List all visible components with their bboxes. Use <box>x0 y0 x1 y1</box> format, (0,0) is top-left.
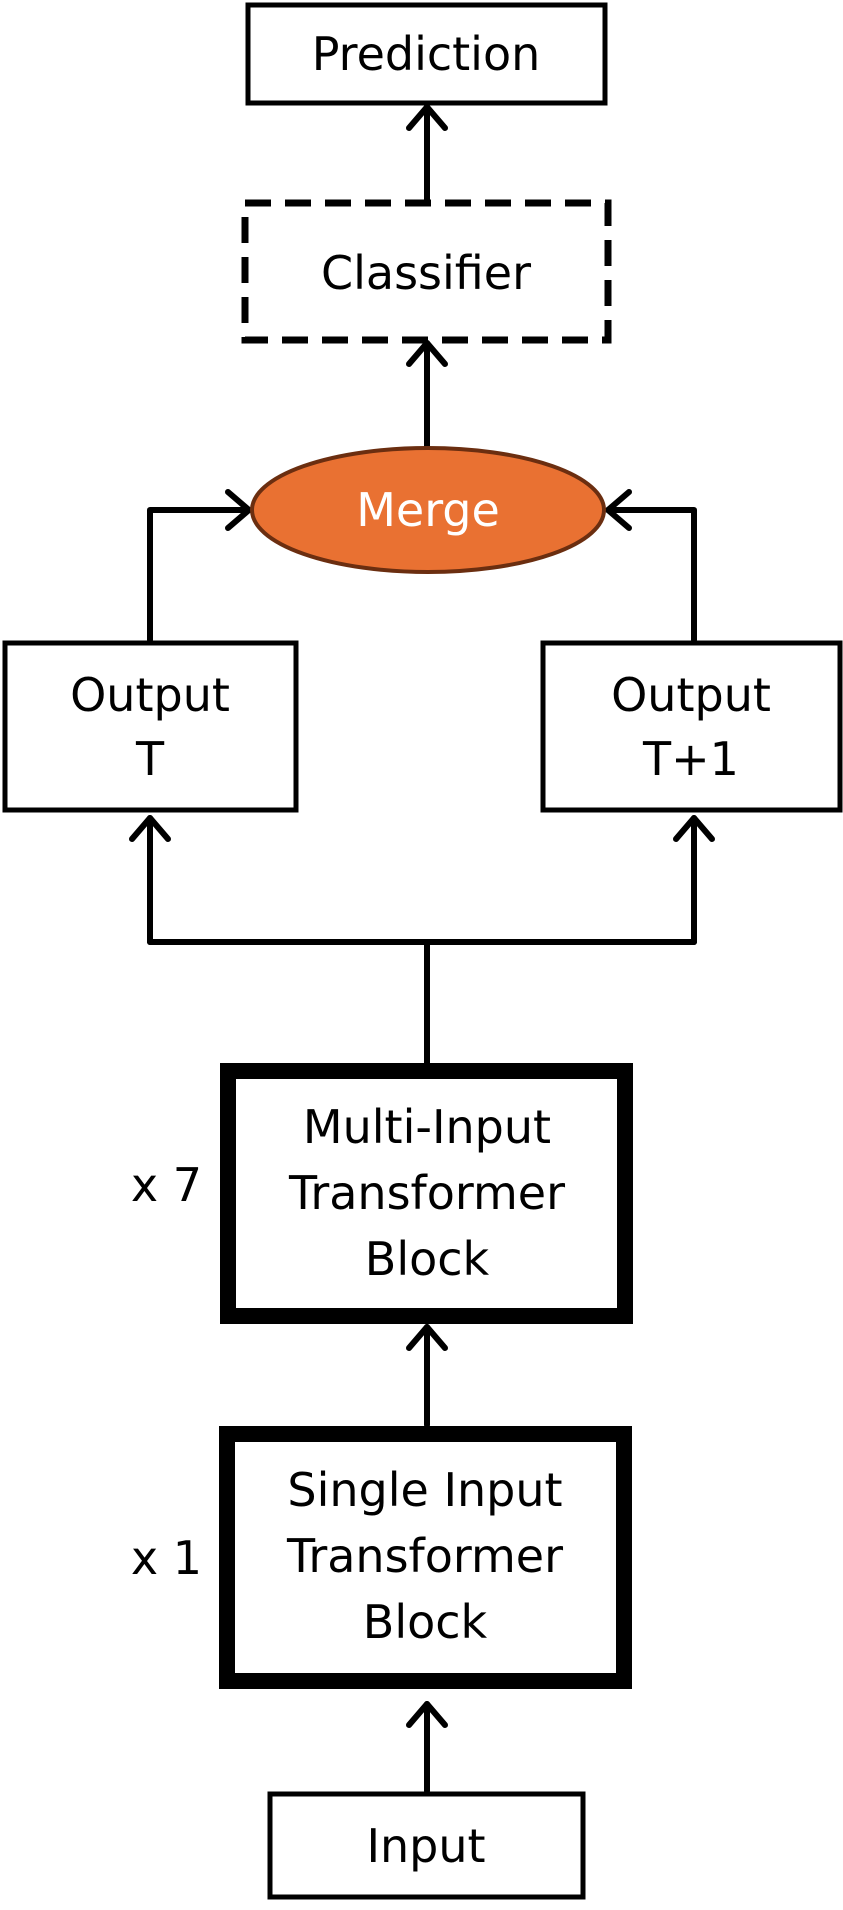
multi-input-block-box <box>220 1063 633 1324</box>
input-label: Input <box>366 1819 485 1873</box>
output-t-line2: T <box>135 732 165 786</box>
arrowhead-output-t <box>129 815 171 842</box>
multi-input-block-line3: Block <box>365 1232 490 1286</box>
edge-output-t1-to-merge <box>605 507 697 643</box>
edge-output-t-to-merge <box>147 507 252 643</box>
merge-label: Merge <box>356 483 500 537</box>
output-t1-box <box>540 640 843 813</box>
output-t1-line2: T+1 <box>642 732 739 786</box>
arrowhead-merge-right <box>605 489 632 531</box>
classifier-box <box>241 199 612 344</box>
arrowhead-prediction <box>406 104 448 131</box>
output-t1-line1: Output <box>611 668 771 722</box>
merge-ellipse <box>250 446 606 574</box>
prediction-node: Prediction <box>245 2 608 106</box>
single-input-block-line3: Block <box>363 1595 488 1649</box>
classifier-label: Classifier <box>321 246 531 300</box>
arrowhead-output-t1 <box>673 815 715 842</box>
arrowhead-multi-block <box>406 1324 448 1351</box>
classifier-node: Classifier <box>241 199 612 344</box>
single-input-block-box <box>219 1426 632 1689</box>
arrowhead-merge-left <box>225 489 252 531</box>
merge-node: Merge <box>250 446 606 574</box>
multi-input-block-line1: Multi-Input <box>303 1100 551 1154</box>
multi-input-block-node: Multi-Input Transformer Block <box>220 1063 633 1324</box>
output-t1-node: Output T+1 <box>540 640 843 813</box>
arrowhead-single-block <box>406 1701 448 1728</box>
input-box <box>267 1791 586 1900</box>
output-t-box <box>2 640 299 813</box>
prediction-label: Prediction <box>312 27 541 81</box>
prediction-box <box>245 2 608 106</box>
output-t-node: Output T <box>2 640 299 813</box>
single-input-repeat-label: x 1 <box>131 1531 202 1585</box>
input-node: Input <box>267 1791 586 1900</box>
multi-input-block-line2: Transformer <box>288 1166 565 1220</box>
single-input-block-node: Single Input Transformer Block <box>219 1426 632 1689</box>
multi-input-repeat-label: x 7 <box>131 1158 202 1212</box>
single-input-block-line1: Single Input <box>287 1463 562 1517</box>
single-input-block-line2: Transformer <box>286 1529 563 1583</box>
output-t-line1: Output <box>70 668 230 722</box>
